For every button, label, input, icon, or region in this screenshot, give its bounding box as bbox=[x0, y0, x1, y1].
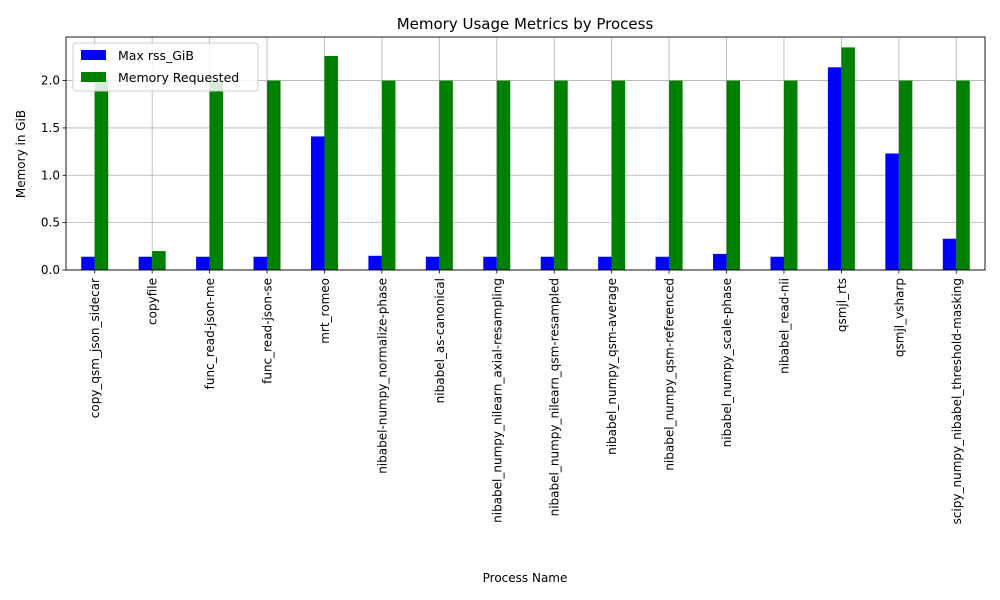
bar-memory-requested-4 bbox=[324, 55, 338, 271]
legend: Max rss_GiB Memory Requested bbox=[72, 42, 259, 92]
bar-memory-requested-12 bbox=[783, 80, 798, 270]
legend-box bbox=[72, 42, 259, 92]
bar-memory-requested-10 bbox=[669, 80, 683, 270]
axis-ticks: 0.0 0.5 1.0 1.5 2.0 copy_qsm_json_sidecar copy… bbox=[41, 74, 964, 525]
bars bbox=[81, 47, 970, 271]
bar-max-rss-7 bbox=[483, 256, 497, 270]
bar-max-rss-1 bbox=[138, 256, 153, 270]
bar-max-rss-3 bbox=[253, 256, 268, 270]
bar-memory-requested-15 bbox=[956, 80, 970, 270]
bar-max-rss-6 bbox=[425, 256, 440, 270]
x-tick-label: scipy_numpy_nibabel_threshold-masking bbox=[950, 278, 964, 524]
x-tick-label: nibabel_as-canonical bbox=[433, 278, 447, 403]
bar-memory-requested-9 bbox=[611, 80, 626, 270]
bar-memory-requested-5 bbox=[381, 80, 396, 270]
bar-memory-requested-3 bbox=[267, 80, 281, 270]
bar-memory-requested-13 bbox=[841, 47, 855, 270]
bar-memory-requested-14 bbox=[898, 80, 913, 270]
bar-max-rss-15 bbox=[942, 238, 957, 270]
x-tick-label: qsmjl_rts bbox=[835, 278, 849, 332]
legend-swatch-memory-requested bbox=[81, 72, 106, 82]
x-axis-title: Process Name bbox=[483, 571, 568, 585]
x-tick-label: qsmjl_vsharp bbox=[892, 278, 906, 357]
legend-label-max-rss: Max rss_GiB bbox=[118, 48, 194, 63]
y-tick-label: 0.5 bbox=[41, 216, 60, 230]
x-tick-label: mrt_romeo bbox=[318, 278, 332, 344]
x-tick-label: copy_qsm_json_sidecar bbox=[88, 278, 102, 418]
bar-max-rss-8 bbox=[540, 256, 555, 270]
bar-max-rss-4 bbox=[310, 136, 325, 270]
legend-label-memory-requested: Memory Requested bbox=[118, 70, 239, 85]
bar-memory-requested-8 bbox=[554, 80, 568, 270]
bar-memory-requested-1 bbox=[152, 251, 166, 270]
bar-max-rss-12 bbox=[770, 256, 784, 270]
bar-memory-requested-11 bbox=[726, 80, 741, 270]
y-tick-label: 0.0 bbox=[41, 263, 60, 277]
bar-memory-requested-7 bbox=[496, 80, 511, 270]
y-tick-label: 1.0 bbox=[41, 168, 60, 182]
x-tick-label: copyfile bbox=[146, 278, 160, 325]
y-tick-label: 1.5 bbox=[41, 121, 60, 135]
bar-max-rss-14 bbox=[885, 153, 899, 270]
bar-max-rss-0 bbox=[81, 256, 95, 270]
bar-max-rss-9 bbox=[598, 256, 612, 270]
bar-memory-requested-2 bbox=[209, 80, 224, 270]
bar-max-rss-2 bbox=[196, 256, 210, 270]
bar-max-rss-10 bbox=[655, 256, 670, 270]
x-tick-label: nibabel_read-nii bbox=[777, 278, 791, 374]
x-tick-label: nibabel_numpy_nilearn_qsm-resampled bbox=[548, 278, 562, 516]
chart-title: Memory Usage Metrics by Process bbox=[397, 15, 654, 33]
plot-frame bbox=[65, 36, 986, 271]
bar-max-rss-13 bbox=[827, 67, 842, 270]
y-axis-title: Memory in GiB bbox=[14, 110, 28, 198]
x-tick-label: nibabel_numpy_qsm-average bbox=[605, 278, 619, 455]
x-tick-label: nibabel_numpy_scale-phase bbox=[720, 278, 734, 447]
x-tick-label: nibabel_numpy_nilearn_axial-resampling bbox=[490, 278, 504, 523]
x-tick-label: nibabel_numpy_qsm-referenced bbox=[663, 278, 677, 471]
bar-max-rss-11 bbox=[713, 253, 727, 270]
x-tick-label: func_read-json-se bbox=[261, 278, 275, 384]
x-tick-label: func_read-json-me bbox=[203, 278, 217, 389]
y-tick-label: 2.0 bbox=[41, 74, 60, 88]
bar-memory-requested-6 bbox=[439, 80, 453, 270]
legend-swatch-max-rss bbox=[81, 50, 106, 60]
bar-max-rss-5 bbox=[368, 255, 382, 270]
bar-memory-requested-0 bbox=[94, 80, 109, 270]
x-tick-label: nibabel-numpy_normalize-phase bbox=[375, 278, 389, 474]
